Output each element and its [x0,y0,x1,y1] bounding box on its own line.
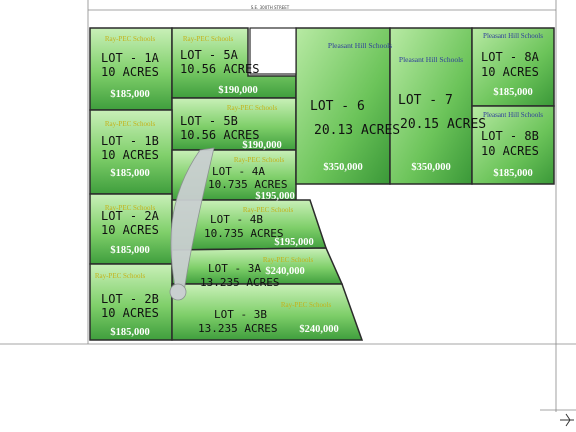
north-arrow-icon [560,413,574,427]
lot-5a-price: $190,000 [218,85,257,96]
lot-8a-acres: 10 ACRES [481,65,539,79]
lot-2a-school: Ray-PEC Schools [105,204,156,212]
lot-2b-price: $185,000 [110,327,149,338]
lot-7-price: $350,000 [411,162,450,173]
lot-4a-acres: 10.735 ACRES [208,178,287,191]
lot-2a-acres: 10 ACRES [101,223,159,237]
lot-1b-acres: 10 ACRES [101,148,159,162]
lot-5b-school: Ray-PEC Schools [227,104,278,112]
lot-3b-name: LOT - 3B [214,308,267,321]
lot-4b-acres: 10.735 ACRES [204,227,283,240]
lot-5a-name: LOT - 5A [180,48,239,62]
lot-2b-name: LOT - 2B [101,292,159,306]
lot-8a-school: Pleasant Hill Schools [483,32,543,40]
lot-3a-price: $240,000 [265,266,304,277]
lot-2a-price: $185,000 [110,245,149,256]
lot-6-school: Pleasant Hill Schools [328,41,392,50]
lot-7-name: LOT - 7 [398,93,453,108]
lot-6-acres: 20.13 ACRES [314,123,400,138]
lot-3b-price: $240,000 [299,324,338,335]
lot-8b-price: $185,000 [493,168,532,179]
street-label: S.E. 300TH STREET [251,5,290,10]
lot-7-acres: 20.15 ACRES [400,117,486,132]
lot-8b-name: LOT - 8B [481,129,539,143]
lot-8b[interactable] [471,105,555,185]
lot-8b-acres: 10 ACRES [481,144,539,158]
lot-5a-acres: 10.56 ACRES [180,62,259,76]
lot-3a-acres: 13.235 ACRES [200,276,279,289]
lot-8b-school: Pleasant Hill Schools [483,111,543,119]
lot-6-school-line: Pleasant Hill Schools [328,41,392,50]
lot-4b-price: $195,000 [274,237,313,248]
lot-1a-school: Ray-PEC Schools [105,35,156,43]
lot-6-name: LOT - 6 [310,99,365,114]
lot-2a-name: LOT - 2A [101,209,160,223]
survey-lines [0,0,576,412]
lot-1b-school: Ray-PEC Schools [105,120,156,128]
lot-4b-name: LOT - 4B [210,213,263,226]
lot-5a-school: Ray-PEC Schools [183,35,234,43]
lot-5b-name: LOT - 5B [180,114,238,128]
lot-1b-name: LOT - 1B [101,134,159,148]
cul-de-sac [169,283,187,301]
shared-driveway [170,147,215,293]
lot-8a-price: $185,000 [493,87,532,98]
lot-3a-school: Ray-PEC Schools [263,256,314,264]
lot-2b-school: Ray-PEC Schools [95,272,146,280]
lot-8a-name: LOT - 8A [481,50,540,64]
lot-4b-school: Ray-PEC Schools [243,206,294,214]
lot-3b[interactable] [171,283,364,341]
lot-2b-acres: 10 ACRES [101,306,159,320]
lot-6-price: $350,000 [323,162,362,173]
lot-5b-price: $190,000 [242,140,281,151]
lot-7-school-line: Pleasant Hill Schools [399,55,463,64]
lot-3a-name: LOT - 3A [208,262,261,275]
lot-4a-price: $195,000 [255,191,294,202]
lot-1a-price: $185,000 [110,89,149,100]
lot-7-school: Pleasant Hill Schools [399,55,463,64]
lot-3b-acres: 13.235 ACRES [198,322,277,335]
lot-4a-name: LOT - 4A [212,165,265,178]
lot-1a-acres: 10 ACRES [101,65,159,79]
lot-5b-acres: 10.56 ACRES [180,128,259,142]
lot-1b-price: $185,000 [110,168,149,179]
lot-3b-school: Ray-PEC Schools [281,301,332,309]
excluded-parcel [249,27,297,75]
lot-4a-school: Ray-PEC Schools [234,156,285,164]
lot-1a-name: LOT - 1A [101,51,160,65]
lots-layer [89,27,555,341]
